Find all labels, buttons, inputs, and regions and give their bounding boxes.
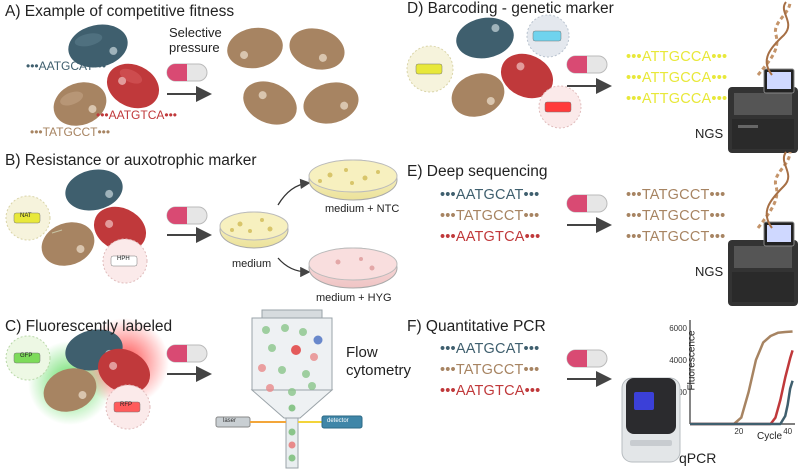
ngs-sequencer-icon <box>728 68 798 153</box>
ngs-label: NGS <box>695 126 724 141</box>
read-2: •••ATTGCCA••• <box>626 70 728 86</box>
pill-icon <box>566 55 608 74</box>
panel-c-title: C) Fluorescently labeled <box>5 318 173 335</box>
cell-blue <box>68 24 128 68</box>
panel-e-graphics <box>566 194 612 233</box>
pill-icon <box>166 344 208 363</box>
series-line-2 <box>690 350 794 426</box>
series-line-3 <box>690 380 794 426</box>
qpcr-label: qPCR <box>679 450 717 466</box>
x-tick-label: 40 <box>783 427 792 436</box>
marker-hph-label: HPH <box>117 256 130 262</box>
panel-b-graphics <box>5 159 398 289</box>
medium-label: medium <box>232 258 272 270</box>
result-cells <box>227 27 359 125</box>
petri-dish-ntc <box>308 159 398 201</box>
series-line-1 <box>690 330 793 426</box>
y-axis-label: Fluorescence <box>686 330 698 391</box>
medium-ntc-label: medium + NTC <box>325 203 400 215</box>
panel-f-title: F) Quantitative PCR <box>407 318 546 335</box>
panel-b-title: B) Resistance or auxotrophic marker <box>5 152 257 169</box>
pill-icon <box>166 206 208 225</box>
marker-nat-label: NAT <box>20 213 32 219</box>
sequence-red: •••AATGTCA••• <box>96 108 177 122</box>
y-tick-label: 4000 <box>669 356 687 365</box>
input-seq-1: •••AATGCAT••• <box>440 187 540 203</box>
y-tick-label: 6000 <box>669 324 687 333</box>
input-seq-2: •••TATGCCT••• <box>440 208 540 224</box>
read-3: •••TATGCCT••• <box>626 229 726 245</box>
marker-rfp-label: RFP <box>120 402 132 408</box>
sequence-tan: •••TATGCCT••• <box>30 125 111 139</box>
ngs-label: NGS <box>695 264 724 279</box>
input-seq-2: •••TATGCCT••• <box>440 362 540 378</box>
selective-pressure-label: Selective pressure <box>169 25 222 55</box>
read-2: •••TATGCCT••• <box>626 208 726 224</box>
panel-a-cells <box>53 24 359 126</box>
read-1: •••ATTGCCA••• <box>626 49 728 65</box>
input-seq-1: •••AATGCAT••• <box>440 341 540 357</box>
read-1: •••TATGCCT••• <box>626 187 726 203</box>
flow-cytometry-label: Flow cytometry <box>346 344 412 379</box>
read-3: •••ATTGCCA••• <box>626 91 728 107</box>
petri-dish-medium <box>219 211 289 249</box>
qpcr-machine-icon <box>621 377 681 463</box>
pill-icon <box>566 349 608 368</box>
panel-d-title: D) Barcoding - genetic marker <box>407 0 614 17</box>
input-seq-3: •••AATGTCA••• <box>440 229 541 245</box>
input-seq-3: •••AATGTCA••• <box>440 383 541 399</box>
flow-cytometer <box>215 309 363 469</box>
ngs-sequencer-icon <box>728 221 798 306</box>
petri-dish-hyg <box>308 247 398 289</box>
x-axis-label: Cycle <box>757 431 783 442</box>
panel-c-graphics <box>5 309 363 469</box>
sequence-blue: •••AATGCAT••• <box>26 59 107 73</box>
panel-a-title: A) Example of competitive fitness <box>5 3 235 20</box>
detector-label: detector <box>327 418 349 424</box>
pill-icon <box>166 63 208 82</box>
pill-icon <box>566 194 608 213</box>
laser-label: laser <box>223 418 237 424</box>
cell-red <box>106 63 160 109</box>
panel-f-graphics <box>566 349 612 387</box>
panel-e-title: E) Deep sequencing <box>407 163 548 180</box>
marker-gfp-label: GFP <box>20 353 33 359</box>
cell-tan <box>53 82 107 126</box>
panel-d-graphics <box>406 14 612 129</box>
x-tick-label: 20 <box>734 427 743 436</box>
medium-hyg-label: medium + HYG <box>316 292 392 304</box>
